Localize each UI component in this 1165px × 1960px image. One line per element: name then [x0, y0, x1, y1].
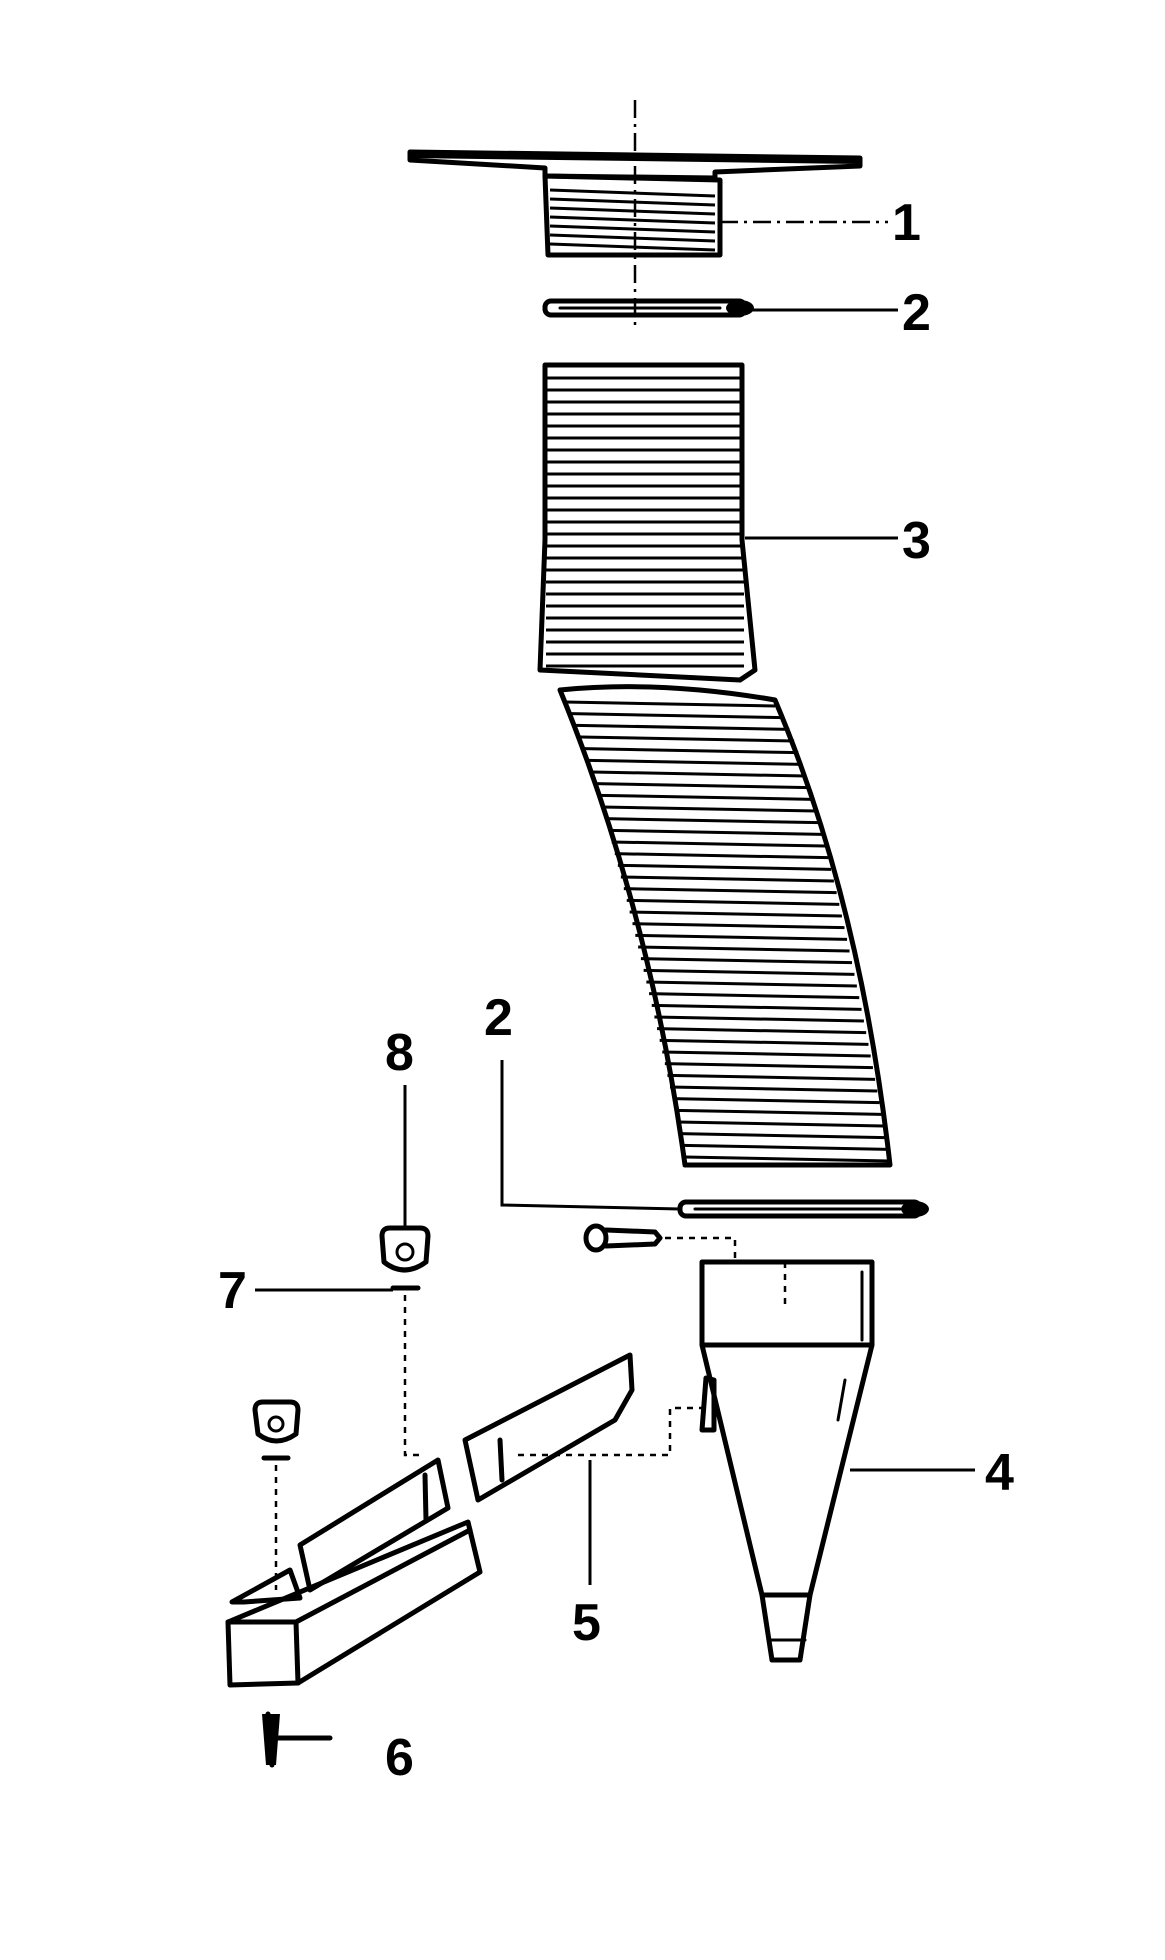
hose-rib	[649, 992, 860, 1000]
hose-rib	[617, 863, 832, 871]
hose-rib	[602, 805, 817, 813]
hose-rib	[672, 1097, 880, 1105]
hose-rib	[571, 712, 784, 720]
hose-rib	[638, 945, 850, 953]
hose-rib	[580, 735, 795, 743]
assembly-dashed-lines	[274, 1236, 787, 1590]
hose-rib	[684, 1155, 891, 1163]
thread-line	[549, 188, 716, 198]
label-part-7: 7	[218, 1262, 247, 1320]
conical-outlet-part-4	[699, 1259, 875, 1663]
thread-line	[549, 242, 716, 252]
hose-rib	[620, 875, 834, 883]
bracket	[229, 1457, 451, 1605]
hose-rib	[640, 957, 853, 965]
hose-rib	[588, 758, 803, 766]
hose-rib	[662, 1050, 871, 1058]
hose-rib	[629, 910, 842, 918]
label-part-2-top: 2	[902, 284, 931, 342]
hose-rib	[623, 887, 837, 895]
hose-rib	[654, 1015, 864, 1023]
label-part-8: 8	[385, 1024, 414, 1082]
hose-rib	[614, 852, 829, 860]
hose-rib	[643, 968, 855, 976]
hose-rib	[667, 1073, 876, 1081]
hose-ribs-lower	[564, 700, 891, 1163]
label-part-5: 5	[572, 1594, 601, 1652]
thread-line	[549, 215, 716, 225]
hose-rib	[680, 1132, 886, 1140]
hose-rib	[682, 1143, 888, 1151]
clip-plate-part-5	[462, 1352, 635, 1503]
leader-lines	[255, 220, 975, 1585]
hose-rib	[635, 933, 848, 941]
hose-rib	[626, 898, 840, 906]
corrugated-hose-upper	[537, 362, 758, 683]
hose-rib	[595, 782, 810, 790]
hose-rib	[608, 828, 823, 836]
label-part-3: 3	[902, 512, 931, 570]
hose-rib	[669, 1085, 878, 1093]
hose-rib	[659, 1038, 869, 1046]
gasket-ring-top	[542, 298, 754, 318]
hose-rib	[632, 922, 845, 930]
nut-part-8	[379, 1225, 431, 1273]
thread-line	[549, 197, 716, 207]
label-part-6: 6	[385, 1729, 414, 1787]
hose-rib	[564, 700, 776, 708]
rail-part-6	[225, 1519, 483, 1768]
hose-rib	[664, 1062, 873, 1070]
hose-rib	[591, 770, 807, 778]
label-part-1: 1	[892, 194, 921, 252]
flange-threads	[549, 188, 716, 252]
hose-rib	[598, 793, 813, 801]
hose-rib	[657, 1027, 867, 1035]
gasket-ring-lower	[677, 1199, 929, 1219]
thread-line	[549, 206, 716, 216]
hose-rib	[675, 1108, 882, 1116]
corrugated-hose-lower	[557, 684, 893, 1168]
hose-ribs-upper	[546, 376, 744, 668]
hose-rib	[576, 723, 790, 731]
hose-rib	[611, 840, 826, 848]
label-part-2-side: 2	[484, 989, 513, 1047]
lower-nut	[252, 1399, 301, 1444]
flange-part-1	[407, 149, 863, 258]
thread-line	[549, 224, 716, 234]
hose-rib	[646, 980, 857, 988]
hose-rib	[605, 817, 820, 825]
label-part-4: 4	[985, 1444, 1014, 1502]
thread-line	[549, 233, 716, 243]
hose-rib	[584, 747, 799, 755]
hose-rib	[677, 1120, 884, 1128]
hose-rib	[651, 1003, 862, 1011]
screw	[583, 1223, 663, 1253]
